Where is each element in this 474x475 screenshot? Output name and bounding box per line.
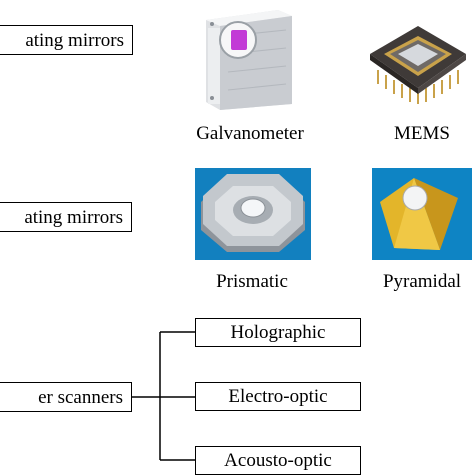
subtype-label: Acousto-optic	[224, 450, 332, 471]
caption-mems: MEMS	[394, 123, 450, 144]
mems-image	[370, 26, 466, 104]
subtype-box-holographic: Holographic	[195, 318, 361, 347]
prismatic-image	[195, 168, 311, 260]
pyramidal-image	[372, 168, 472, 260]
category-label: ating mirrors	[25, 29, 124, 51]
category-box-other-scanners: er scanners	[0, 382, 132, 412]
subtype-box-acousto-optic: Acousto-optic	[195, 446, 361, 475]
subtype-box-electro-optic: Electro-optic	[195, 382, 361, 411]
category-box-rotating-mirrors: ating mirrors	[0, 25, 133, 55]
category-box-rotating-mirrors-2: ating mirrors	[0, 202, 132, 232]
category-label: er scanners	[38, 386, 123, 408]
subtype-label: Holographic	[230, 322, 326, 343]
caption-prismatic: Prismatic	[216, 271, 288, 292]
galvanometer-image	[206, 10, 292, 110]
category-label: ating mirrors	[24, 206, 123, 228]
caption-galvanometer: Galvanometer	[196, 123, 304, 144]
subtype-label: Electro-optic	[228, 386, 328, 407]
caption-pyramidal: Pyramidal	[382, 271, 462, 292]
